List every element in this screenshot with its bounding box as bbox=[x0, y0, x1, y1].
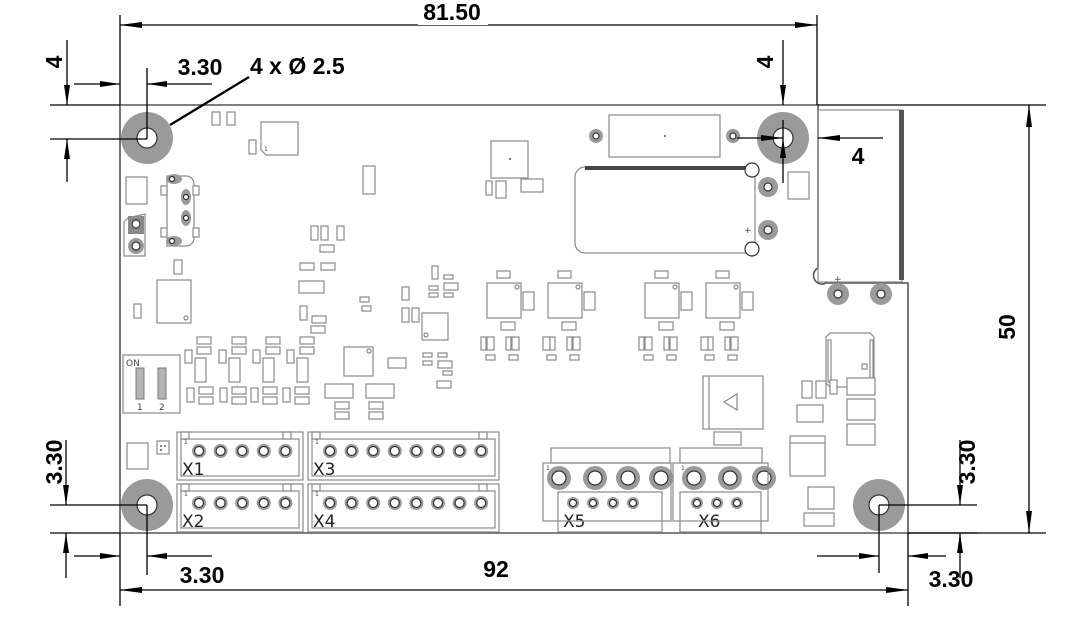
smd-part bbox=[248, 139, 257, 155]
components-center-left bbox=[184, 225, 459, 420]
dip-on-label: ON bbox=[126, 359, 140, 369]
dim-top-left-y: 4 bbox=[41, 55, 67, 68]
board-outline bbox=[119, 104, 909, 534]
battery-holder bbox=[574, 166, 756, 254]
dim-bottom-left-x: 3.30 bbox=[180, 562, 225, 588]
connector-label: X4 bbox=[313, 512, 335, 532]
smd-part bbox=[362, 165, 376, 195]
connector-block-left bbox=[126, 440, 170, 470]
arrow-mark-icon bbox=[722, 392, 738, 412]
pin1-mark: 1 bbox=[184, 491, 188, 498]
pin1-mark: 1 bbox=[184, 439, 188, 446]
dip-switch-lever-1[interactable] bbox=[135, 367, 145, 400]
dip-switch-body bbox=[122, 354, 181, 414]
connector-x2: 1X2 bbox=[176, 483, 304, 533]
hole-callout: 4 x Ø 2.5 bbox=[250, 53, 345, 79]
connector-label: X6 bbox=[698, 512, 720, 532]
dim-overall-width-top: 81.50 bbox=[423, 0, 481, 25]
connector-label: X1 bbox=[182, 460, 204, 480]
rj-module-outline bbox=[817, 109, 903, 283]
dim-top-right-y: 4 bbox=[752, 55, 778, 68]
dip-switch-lever-2[interactable] bbox=[157, 367, 167, 400]
ic-chip bbox=[260, 121, 299, 156]
connector-label: X2 bbox=[182, 512, 204, 532]
terminal-blocks bbox=[542, 447, 769, 533]
driver-ic-block bbox=[480, 270, 535, 361]
dip-position-2-label: 2 bbox=[159, 403, 165, 413]
connector-label: X3 bbox=[313, 460, 335, 480]
connector-x6: 1X6 bbox=[681, 465, 776, 532]
dip-switch: ON 1 2 bbox=[122, 354, 181, 414]
switch-leg bbox=[160, 227, 168, 238]
connector-x3: 1X3 bbox=[307, 431, 500, 481]
smd-part bbox=[211, 111, 221, 126]
driver-ic-block bbox=[542, 270, 596, 361]
plus-mark: + bbox=[744, 226, 752, 236]
pin1-mark: 1 bbox=[546, 465, 550, 472]
smd-part bbox=[133, 303, 142, 319]
dim-overall-height: 50 bbox=[994, 314, 1020, 340]
dim-bottom-right-y: 3.30 bbox=[954, 440, 980, 485]
switch-leg bbox=[192, 227, 200, 238]
switch-leg bbox=[160, 185, 168, 196]
components-driver-ics bbox=[480, 270, 754, 361]
driver-ic-block bbox=[700, 270, 754, 361]
plus-mark: + bbox=[834, 275, 842, 285]
connector-x5: 1X5 bbox=[546, 465, 673, 532]
connector-label: X5 bbox=[563, 512, 585, 532]
components-lower-right bbox=[702, 332, 876, 527]
diode-bridge bbox=[702, 375, 764, 430]
dip-position-1-label: 1 bbox=[137, 403, 143, 413]
smd-part bbox=[125, 176, 148, 205]
smd-part bbox=[173, 259, 183, 275]
dim-top-right-x: 4 bbox=[852, 143, 865, 169]
components-top-center: + + bbox=[485, 114, 892, 305]
smd-part bbox=[226, 111, 236, 126]
dim-bottom-right-x: 3.30 bbox=[929, 566, 974, 592]
tactile-switch bbox=[166, 175, 195, 247]
dim-top-left-x: 3.30 bbox=[178, 54, 223, 80]
connector-x4: 1X4 bbox=[307, 483, 500, 533]
connector-x1: 1X1 bbox=[176, 431, 304, 481]
pin1-mark: 1 bbox=[315, 439, 319, 446]
dim-overall-width-bottom: 92 bbox=[483, 556, 509, 582]
pin1-mark: 1 bbox=[681, 465, 685, 472]
driver-ic-block bbox=[638, 270, 693, 361]
dimensions: 81.50 4 3.30 4 x Ø 2.5 4 4 bbox=[41, 0, 1046, 606]
switch-leg bbox=[192, 185, 200, 196]
pin1-mark: 1 bbox=[315, 491, 319, 498]
dim-bottom-left-y: 3.30 bbox=[41, 440, 67, 485]
rj-module-edge bbox=[899, 110, 904, 280]
pin1-mark: 1 bbox=[264, 146, 268, 153]
components-top-left: 1 bbox=[123, 111, 376, 324]
